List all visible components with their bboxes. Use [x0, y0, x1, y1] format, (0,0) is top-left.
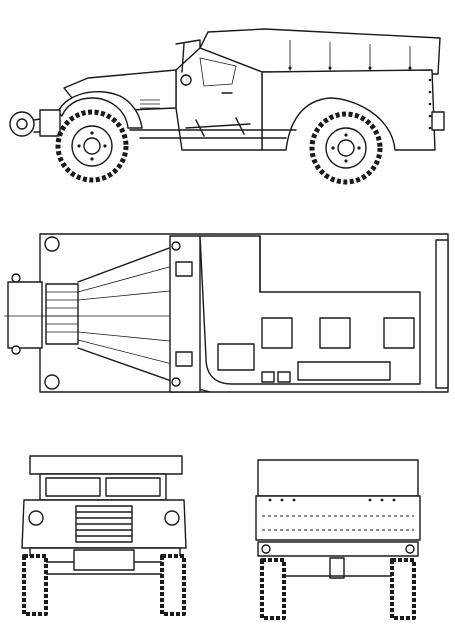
top-bumper [7, 281, 43, 349]
side-windshield [175, 39, 201, 73]
front-armor-slats [75, 511, 133, 537]
top-bench [297, 361, 391, 381]
top-rear-seat-1 [261, 317, 293, 349]
top-stowage-box [217, 343, 255, 371]
top-view [4, 233, 449, 393]
side-winch [9, 109, 61, 137]
top-seat-right [175, 351, 193, 367]
front-windshield-right [105, 477, 161, 497]
front-view [21, 455, 187, 616]
side-headlamp [180, 74, 192, 86]
side-tool-rack [185, 117, 251, 137]
top-headlamp-right [44, 374, 60, 390]
top-cab [169, 235, 201, 393]
front-winch [73, 549, 135, 571]
side-rear-light [431, 111, 445, 131]
side-rear-rivets [428, 78, 432, 130]
front-windshield-left [45, 477, 101, 497]
top-marker-left [11, 273, 21, 283]
side-canvas-straps [288, 40, 412, 72]
rear-tire-left [260, 558, 286, 620]
top-ammo-box-1 [261, 371, 275, 383]
rear-rivets [268, 498, 396, 502]
front-tire-right [160, 554, 186, 616]
front-canvas [29, 455, 183, 475]
rear-canvas [257, 459, 419, 497]
rear-bumper [257, 541, 419, 557]
top-radiator-grille [45, 283, 79, 345]
side-front-fender [57, 91, 143, 129]
top-rear-seat-3 [383, 317, 415, 349]
front-headlamp-right [164, 510, 180, 526]
side-view [9, 28, 445, 185]
top-seat-left [175, 261, 193, 277]
front-headlamp-left [28, 510, 44, 526]
rear-light-left [261, 544, 271, 554]
rear-view [255, 459, 421, 620]
side-window [199, 57, 237, 87]
top-ammo-box-2 [277, 371, 291, 383]
front-tire-left [22, 554, 48, 616]
top-headlamp-left [44, 236, 60, 252]
side-rear-tire [309, 111, 383, 185]
rear-hitch [329, 557, 345, 579]
top-cab-vent-left [171, 241, 181, 251]
top-tailgate [435, 239, 449, 389]
side-hood-louvres [140, 99, 160, 109]
top-rear-compartment [199, 235, 421, 385]
side-rear-body [261, 69, 436, 151]
rear-light-right [405, 544, 415, 554]
top-cab-vent-right [171, 377, 181, 387]
rear-tire-right [390, 558, 416, 620]
top-hood-lines [77, 263, 181, 367]
side-chassis [129, 129, 297, 139]
top-marker-right [11, 345, 21, 355]
rear-body [255, 495, 421, 541]
side-front-tire [55, 109, 129, 183]
top-rear-seat-2 [319, 317, 351, 349]
